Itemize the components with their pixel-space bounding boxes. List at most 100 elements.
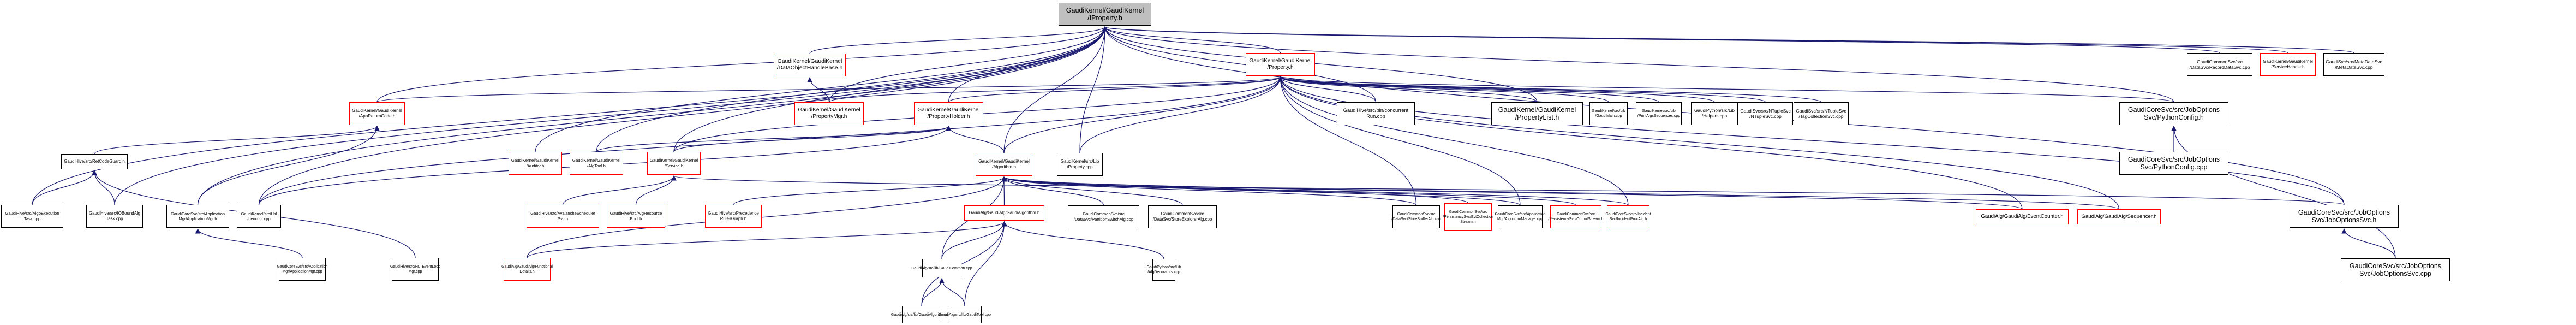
graph-node[interactable]: GaudiHive/src/AvalancheScheduler Svc.h bbox=[527, 205, 599, 228]
dependency-edge bbox=[1001, 176, 1629, 206]
dependency-edge bbox=[733, 176, 1007, 205]
graph-node[interactable]: GaudiHive/src/IOBoundAlg Task.cpp bbox=[86, 205, 143, 228]
graph-node[interactable]: GaudiCoreSvc/src/Incident Svc/IncidentPr… bbox=[1605, 205, 1651, 228]
graph-node[interactable]: GaudiCommonSvc/src /DataSvc/StoreSniffer… bbox=[1391, 205, 1441, 228]
graph-node[interactable]: GaudiKernel/GaudiKernel /DataObjectHandl… bbox=[774, 54, 846, 76]
dependency-edge bbox=[1278, 76, 2174, 103]
dependency-edge bbox=[1102, 26, 2174, 103]
dependency-edge bbox=[941, 221, 1007, 259]
dependency-edge bbox=[376, 26, 1108, 103]
graph-node[interactable]: GaudiHive/src/RetCodeGuard.h bbox=[61, 154, 128, 169]
dependency-edge bbox=[1001, 221, 1164, 259]
graph-node[interactable]: GaudiCommonSvc/src /PersistencySvc/Outpu… bbox=[1548, 205, 1604, 228]
dependency-edge bbox=[673, 26, 1108, 152]
graph-node[interactable]: GaudiAlg/src/lib/GaudiAlgorithm.cpp bbox=[891, 306, 952, 323]
dependency-edge bbox=[1277, 76, 1521, 206]
graph-node[interactable]: GaudiKernel/GaudiKernel /AppReturnCode.h bbox=[349, 102, 405, 125]
graph-node[interactable]: GaudiAlg/src/lib/GaudiTool.cpp bbox=[939, 306, 991, 323]
dependency-edge bbox=[1277, 76, 2023, 210]
dependency-edge bbox=[527, 221, 1007, 258]
graph-node[interactable]: GaudiSvc/src/MetaDataSvc /MetaDataSvc.cp… bbox=[2323, 53, 2384, 76]
dependency-edge bbox=[2171, 126, 2396, 259]
dependency-edge bbox=[1278, 76, 1822, 103]
graph-node[interactable]: GaudiAlg/GaudiAlg/Sequencer.h bbox=[2077, 209, 2161, 224]
graph-node[interactable]: GaudiCommonSvc/src /PersistencySvc/EvtCo… bbox=[1443, 203, 1493, 231]
dependency-edge bbox=[527, 176, 1007, 258]
graph-node[interactable]: GaudiKernel/GaudiKernel /PropertyList.h bbox=[1491, 102, 1583, 125]
graph-node[interactable]: GaudiHive/src/Precedence RulesGraph.h bbox=[705, 205, 762, 228]
dependency-edge bbox=[94, 126, 380, 155]
graph-node[interactable]: GaudiAlg/GaudiAlg/Functional Details.h bbox=[501, 258, 553, 281]
dependency-edge bbox=[828, 76, 1283, 103]
dependency-edge bbox=[672, 175, 2345, 205]
graph-node[interactable]: GaudiCommonSvc/src /DataSvc/PartitionSwi… bbox=[1068, 205, 1139, 228]
dependency-edge bbox=[1103, 26, 2354, 54]
graph-node[interactable]: GaudiKernel/GaudiKernel /AlgTool.h bbox=[570, 152, 623, 175]
graph-node[interactable]: GaudiCoreSvc/src/Application Mgr/Applica… bbox=[166, 205, 229, 228]
graph-node[interactable]: GaudiPython/src/Lib /Helpers.cpp bbox=[1691, 102, 1738, 125]
graph-node[interactable]: GaudiKernel/GaudiKernel /PropertyMgr.h bbox=[794, 102, 864, 125]
dependency-edge bbox=[1102, 26, 1377, 103]
graph-node[interactable]: GaudiCommonSvc/src /DataSvc/RecordDataSv… bbox=[2187, 53, 2252, 76]
dependency-edge bbox=[921, 221, 1007, 306]
graph-node[interactable]: GaudiCoreSvc/src/JobOptions Svc/JobOptio… bbox=[2341, 258, 2450, 281]
dependency-edge bbox=[32, 26, 1108, 205]
dependency-edge bbox=[1277, 76, 1538, 103]
dependency-edge bbox=[1277, 76, 1417, 206]
dependency-edge bbox=[635, 175, 677, 205]
dependency-edge bbox=[1102, 26, 1538, 103]
dependency-edge bbox=[946, 126, 1005, 153]
dependency-edge bbox=[1278, 76, 1766, 103]
dependency-edge bbox=[964, 221, 1007, 306]
graph-node[interactable]: GaudiKernel/GaudiKernel /PropertyHolder.… bbox=[914, 102, 983, 125]
dependency-edge bbox=[809, 26, 1108, 54]
graph-node[interactable]: GaudiHive/src/HLTEventLoop Mgr.cpp bbox=[390, 258, 440, 281]
graph-node[interactable]: GaudiAlg/GaudiAlg/EventCounter.h bbox=[1976, 209, 2069, 224]
dependency-edge bbox=[1001, 176, 1104, 206]
dependency-edge bbox=[1001, 176, 1183, 206]
dependency-edge bbox=[1079, 26, 1108, 153]
dependency-edge bbox=[114, 26, 1108, 205]
graph-node[interactable]: GaudiAlg/src/lib/GaudiCommon.cpp bbox=[911, 259, 972, 277]
graph-node[interactable]: GaudiKernel/src/Lib /Property.cpp bbox=[1057, 153, 1103, 176]
dependency-edge bbox=[258, 26, 1108, 205]
dependency-edge bbox=[1001, 176, 2120, 210]
graph-node[interactable]: GaudiCommonSvc/src /DataSvc/StoreExplore… bbox=[1148, 205, 1217, 228]
dependency-edge bbox=[673, 126, 952, 152]
dependency-edge bbox=[92, 170, 115, 205]
dependency-edge bbox=[1001, 176, 1417, 206]
dependency-edge bbox=[376, 76, 1283, 103]
graph-node[interactable]: GaudiHive/src/bin/concurrent Run.cpp bbox=[1337, 102, 1415, 125]
graph-node[interactable]: GaudiAlg/GaudiAlg/GaudiAlgorithm.h bbox=[964, 205, 1044, 221]
graph-node[interactable]: GaudiKernel/GaudiKernel /ServiceHandle.h bbox=[2260, 53, 2316, 76]
graph-node[interactable]: GaudiSvc/src/NTupleSvc /TagCollectionSvc… bbox=[1794, 102, 1849, 125]
dependency-edge bbox=[32, 170, 97, 205]
graph-node[interactable]: GaudiHive/src/AlgResource Pool.h bbox=[607, 205, 665, 228]
graph-node[interactable]: GaudiKernel/GaudiKernel /Algorithm.h bbox=[976, 153, 1032, 176]
dependency-edge bbox=[1277, 76, 1377, 103]
graph-node[interactable]: GaudiCoreSvc/src/Application Mgr/Algorit… bbox=[1495, 205, 1546, 228]
graph-node[interactable]: GaudiHive/src/AlgoExecution Task.cpp bbox=[1, 205, 63, 228]
graph-node[interactable]: GaudiCoreSvc/src/JobOptions Svc/JobOptio… bbox=[2290, 205, 2399, 228]
dependency-edge bbox=[828, 26, 1108, 103]
graph-node[interactable]: GaudiKernel/src/Util /genconf.cpp bbox=[237, 205, 281, 228]
dependency-edge bbox=[1277, 76, 1629, 206]
graph-node[interactable]: GaudiSvc/src/NTupleSvc /NTupleSvc.cpp bbox=[1738, 102, 1793, 125]
dependency-edge bbox=[2341, 228, 2396, 259]
graph-node[interactable]: GaudiCoreSvc/src/JobOptions Svc/PythonCo… bbox=[2119, 152, 2228, 175]
graph-node[interactable]: GaudiKernel/src/Lib /GaudiMain.cpp bbox=[1589, 102, 1628, 125]
graph-node[interactable]: GaudiKernel/src/Lib /PrintAlgsSequences.… bbox=[1636, 102, 1682, 125]
graph-node[interactable]: GaudiKernel/GaudiKernel /Property.h bbox=[1246, 53, 1315, 76]
dependency-edge bbox=[197, 126, 380, 205]
dependency-edge bbox=[1277, 76, 2120, 210]
dependency-edge bbox=[1102, 26, 1281, 54]
dependency-edge bbox=[1079, 76, 1283, 153]
dependency-edge bbox=[939, 278, 965, 306]
graph-node[interactable]: GaudiKernel/GaudiKernel /Auditor.h bbox=[509, 152, 562, 175]
graph-root-node[interactable]: GaudiKernel/GaudiKernel /IProperty.h bbox=[1059, 3, 1151, 26]
graph-node[interactable]: GaudiCoreSvc/src/JobOptions Svc/PythonCo… bbox=[2119, 102, 2228, 125]
graph-node[interactable]: GaudiPython/src/Lib /AlgDecorators.cpp bbox=[1146, 259, 1181, 281]
graph-node[interactable]: GaudiKernel/GaudiKernel /Service.h bbox=[647, 152, 701, 175]
graph-node[interactable]: GaudiCoreSvc/src/Application Mgr/Applica… bbox=[277, 258, 328, 281]
